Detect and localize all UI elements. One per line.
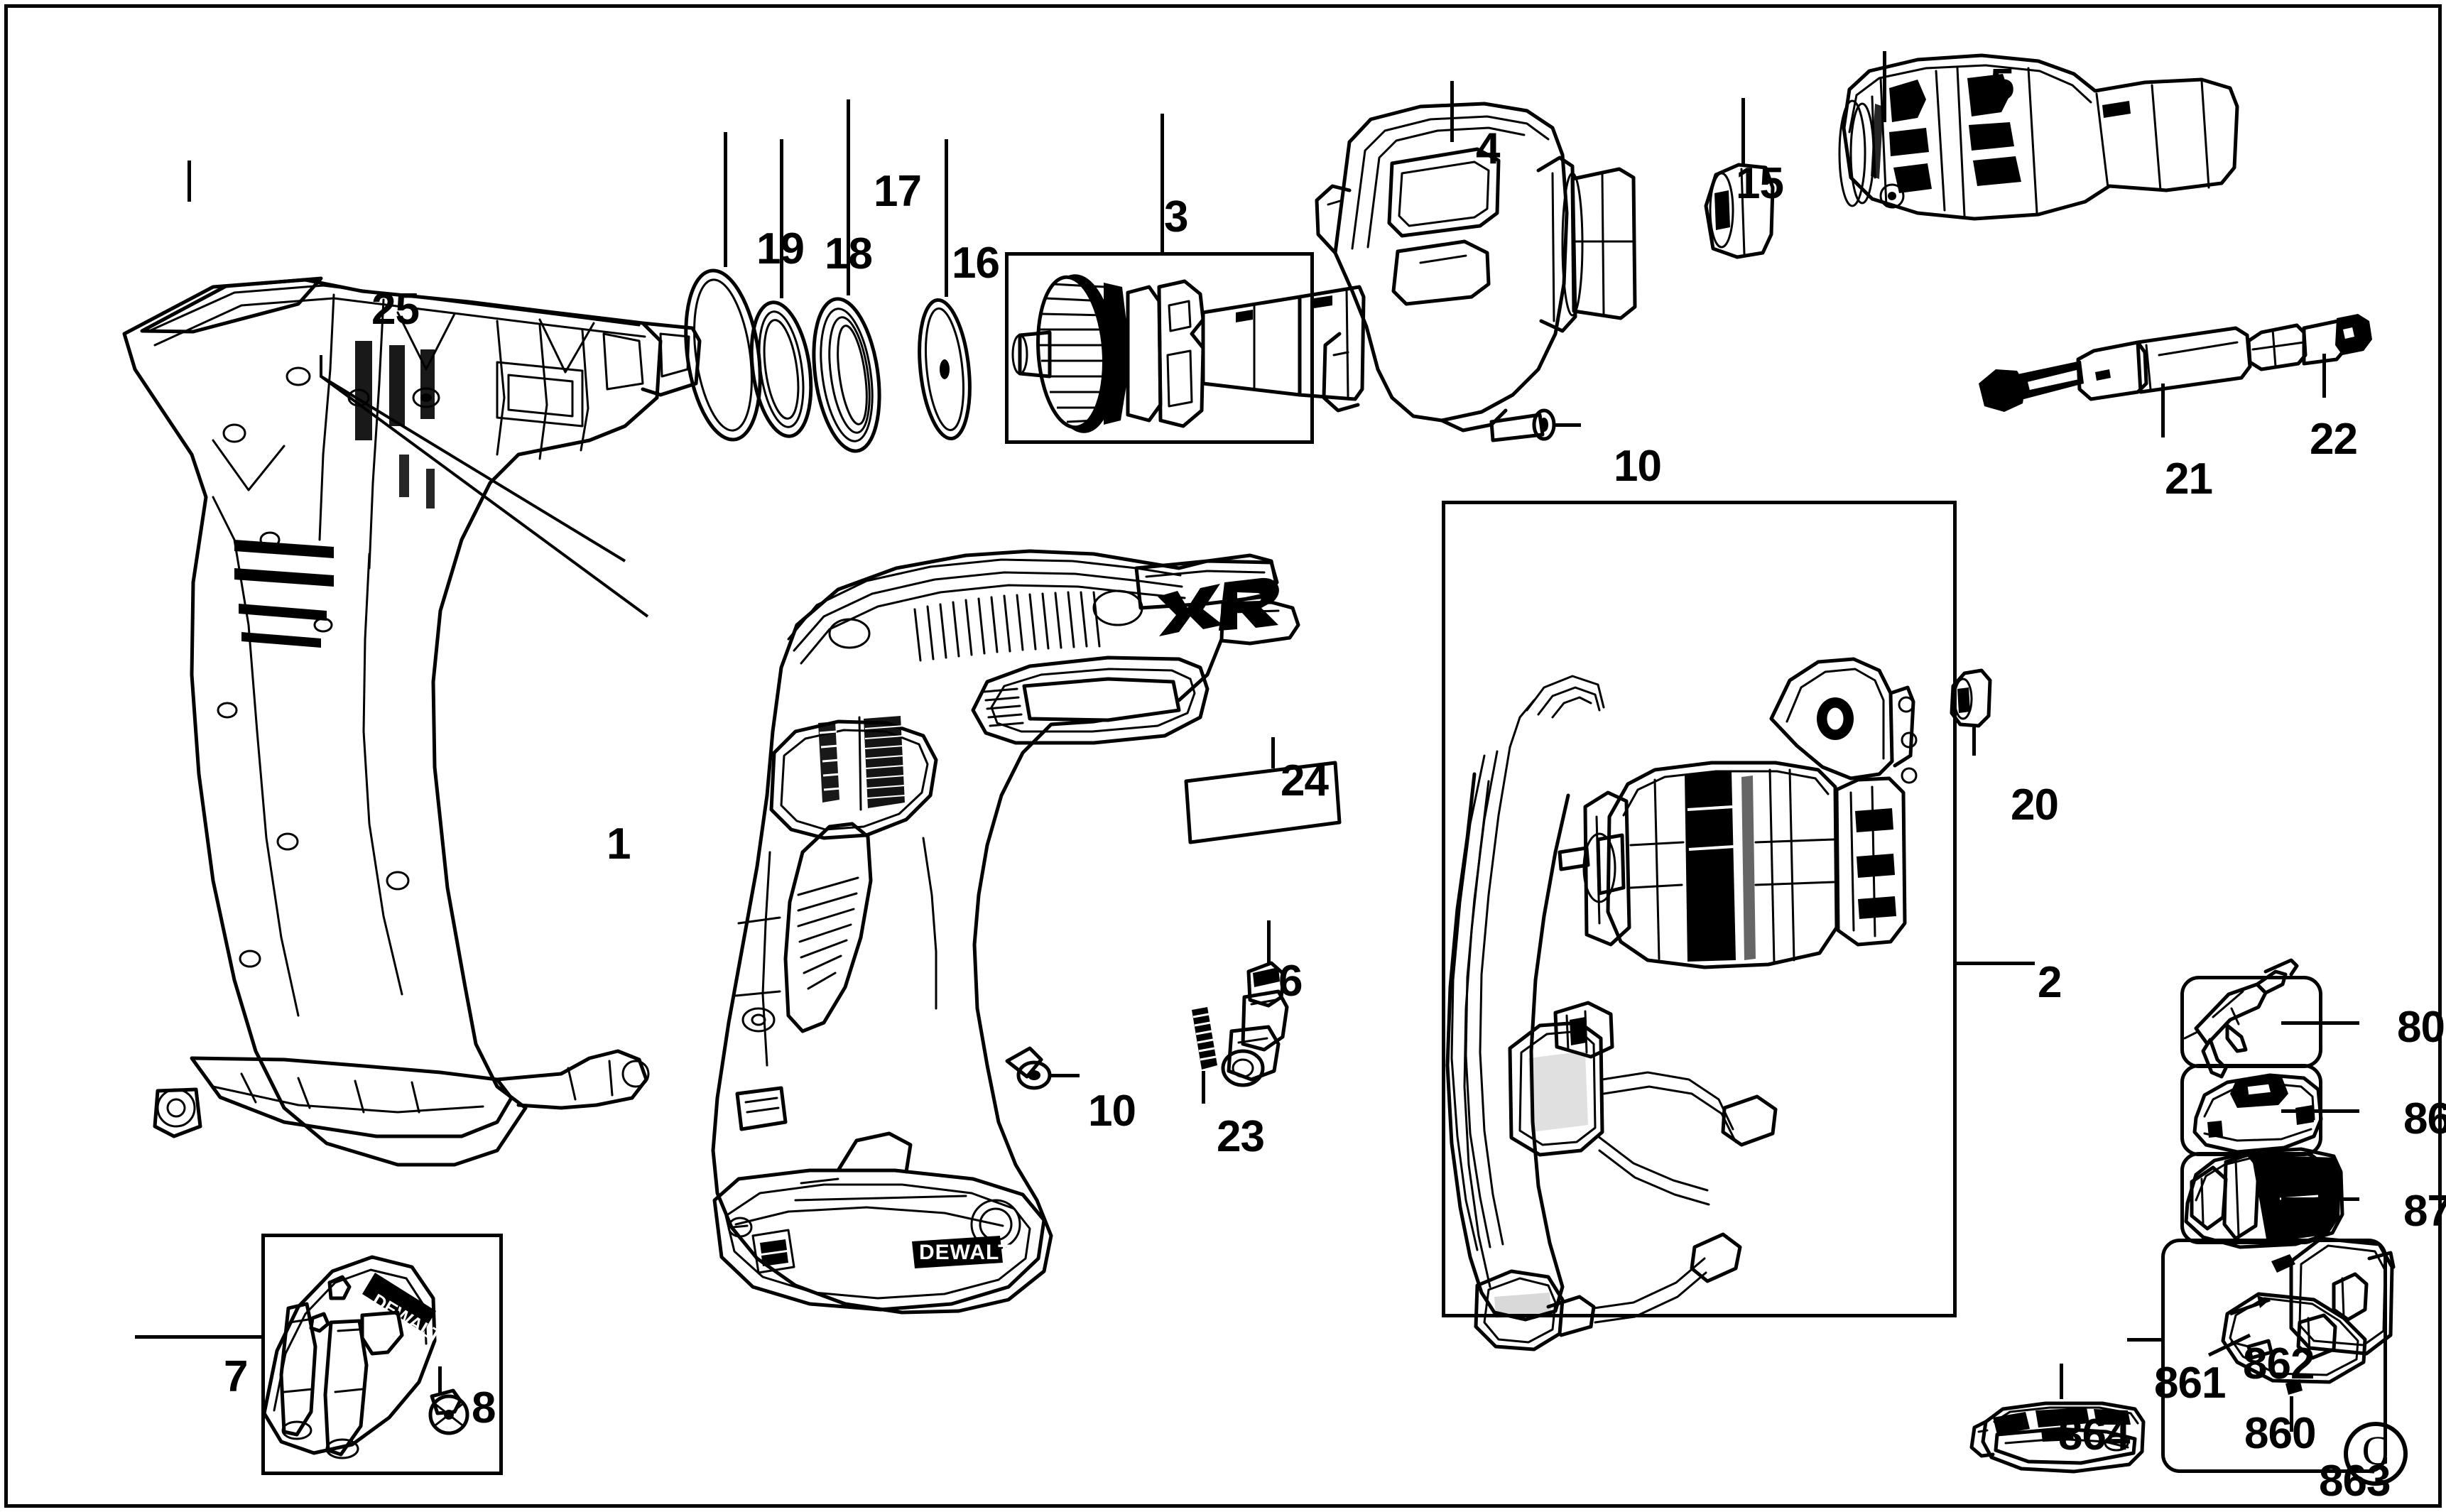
leader-10-b (1051, 1074, 1080, 1077)
callout-18: 18 (825, 229, 873, 278)
copyright-mark: C (2344, 1413, 2408, 1486)
leader-6 (1267, 920, 1271, 964)
callout-23: 23 (1217, 1112, 1265, 1161)
leader-18 (780, 139, 783, 298)
leader-2 (1957, 962, 2035, 965)
callout-16: 16 (952, 239, 1000, 288)
vent-grille-mid (983, 687, 1024, 727)
part-23-spring (1192, 1007, 1217, 1070)
leader-22 (2322, 354, 2326, 398)
callout-1: 1 (607, 820, 631, 869)
callout-17: 17 (874, 167, 922, 216)
accessory-866-art (2192, 1073, 2323, 1154)
part-1-housing-half-right-assembled-tool: DEWALT (711, 549, 1300, 1315)
callout-6: 6 (1278, 957, 1303, 1006)
callout-800: 800 (2397, 1003, 2446, 1052)
leader-20 (1972, 727, 1976, 756)
trigger-ribs (797, 876, 859, 990)
part-4-gear-case (1315, 102, 1637, 433)
leader-15 (1741, 98, 1745, 166)
part-5-nose-cone (1838, 53, 2239, 221)
handle-slot-vent (818, 722, 842, 803)
leader-866 (2281, 1109, 2359, 1113)
leader-8 (438, 1366, 442, 1395)
leader-800 (2281, 1021, 2359, 1025)
callout-864: 864 (2058, 1410, 2130, 1459)
callout-7: 7 (224, 1352, 248, 1401)
copyright-ring: C (2344, 1422, 2408, 1486)
leader-21 (2161, 384, 2165, 437)
handle-mesh-vent (858, 716, 906, 811)
xr-logo (1158, 577, 1279, 636)
callout-10-b: 10 (1614, 442, 1662, 491)
callout-862: 862 (2243, 1339, 2315, 1388)
leader-7 (135, 1335, 263, 1339)
motor-assembly-box (1442, 501, 1957, 1317)
part-864-belt-clip (1969, 1401, 2146, 1474)
callout-24: 24 (1281, 756, 1329, 805)
callout-19: 19 (756, 224, 805, 273)
callout-861: 861 (2154, 1359, 2226, 1408)
leader-864 (2060, 1364, 2063, 1399)
leader-19 (724, 132, 727, 267)
svg-text:DEWALT: DEWALT (919, 1241, 1011, 1264)
callout-2: 2 (2038, 958, 2062, 1007)
leader-5 (1883, 51, 1886, 122)
callout-20: 20 (2011, 781, 2059, 830)
gearbox-detail-box (1005, 252, 1314, 444)
callout-15: 15 (1736, 159, 1784, 208)
accessory-800-art (2183, 958, 2299, 1079)
callout-22: 22 (2310, 415, 2358, 464)
parts-16-19-seals (684, 268, 972, 453)
dewalt-foot-mark: DEWALT (912, 1236, 1011, 1268)
kitbox-group-box (2161, 1239, 2387, 1473)
leader-25 (187, 161, 191, 202)
callout-8: 8 (472, 1383, 496, 1432)
leader-3 (1161, 114, 1164, 253)
part-21-bit-holder (1979, 326, 2252, 412)
part-8-screw (428, 1388, 469, 1435)
callout-10-a: 10 (1088, 1087, 1136, 1136)
callout-860: 860 (2244, 1409, 2316, 1458)
part-2-motor-assembly (1445, 657, 1918, 1351)
callout-4: 4 (1476, 124, 1500, 173)
leader-871 (2281, 1197, 2359, 1201)
part-24-label-plate (1184, 761, 1342, 844)
leader-10-a (1554, 423, 1581, 427)
vent-slots-upper (913, 591, 1101, 662)
leader-863 (2290, 1396, 2293, 1432)
leader-16 (945, 139, 948, 297)
callout-5: 5 (1990, 60, 2014, 109)
belt-hook-box (261, 1234, 503, 1475)
leader-24 (1271, 737, 1275, 768)
part-3-gearbox-spindle (1011, 274, 1366, 433)
callout-866: 866 (2403, 1094, 2446, 1143)
part-6-lever (1221, 961, 1289, 1087)
part-10-screw-b (1005, 1046, 1052, 1090)
callout-3: 3 (1164, 192, 1188, 241)
callout-25: 25 (371, 285, 420, 334)
leader-23 (1202, 1071, 1205, 1104)
part-1-housing-half-left (122, 278, 702, 1167)
leader-861 (2127, 1338, 2163, 1342)
callout-871: 871 (2403, 1187, 2446, 1236)
part-22-bit (2246, 314, 2372, 371)
part-15-collar (1704, 163, 1775, 259)
leader-17 (847, 99, 850, 295)
leader-4 (1450, 81, 1454, 142)
callout-21: 21 (2165, 455, 2213, 504)
